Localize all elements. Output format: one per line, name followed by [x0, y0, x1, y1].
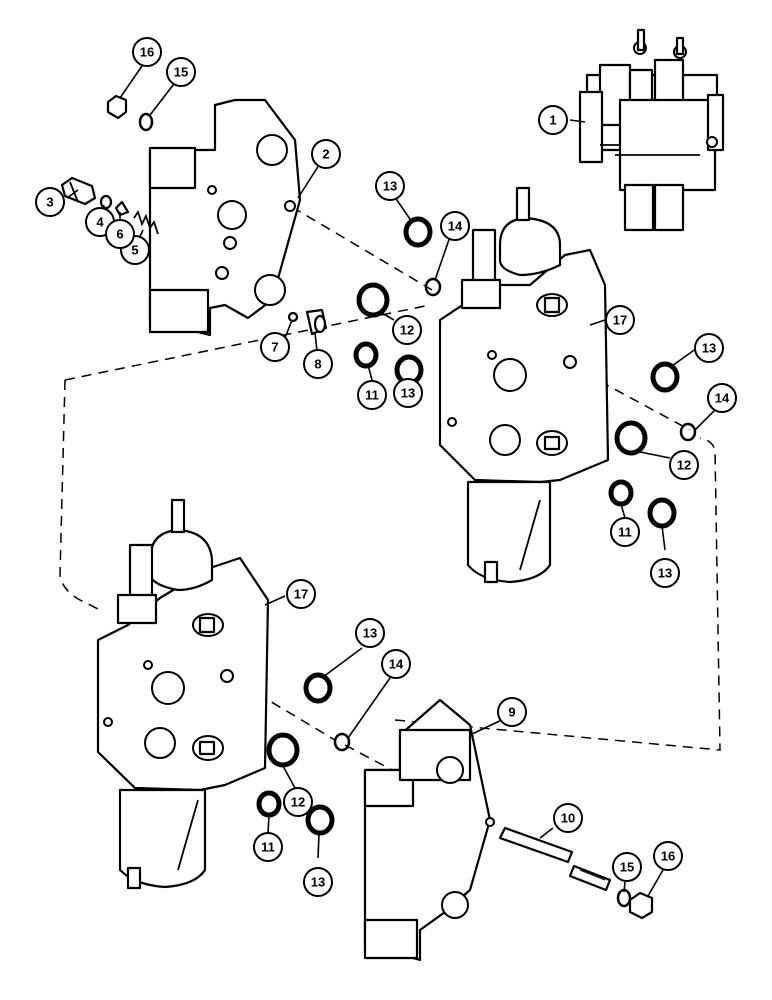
assembly-boundary-top — [64, 304, 431, 381]
svg-text:14: 14 — [389, 657, 404, 672]
washer-part-4 — [99, 194, 113, 210]
washer-part-15-top — [138, 112, 154, 132]
callout-14-c: 14 — [381, 649, 411, 679]
svg-text:17: 17 — [294, 587, 308, 602]
callout-17-a: 17 — [605, 305, 635, 335]
nut-part-16-bottom — [628, 891, 654, 920]
callout-13-d: 13 — [650, 558, 680, 588]
ball-part-7 — [287, 311, 299, 323]
callout-6: 6 — [105, 219, 135, 249]
valve-section-lower — [96, 498, 270, 890]
callout-11-b: 11 — [610, 517, 640, 547]
svg-text:13: 13 — [311, 875, 325, 890]
end-plate-inlet — [148, 98, 302, 337]
svg-text:9: 9 — [508, 705, 515, 720]
svg-text:11: 11 — [261, 840, 275, 855]
svg-text:13: 13 — [401, 386, 415, 401]
svg-text:7: 7 — [271, 340, 278, 355]
svg-text:13: 13 — [383, 179, 397, 194]
callout-11-a: 11 — [357, 380, 387, 410]
svg-text:4: 4 — [96, 215, 104, 230]
svg-text:16: 16 — [661, 849, 675, 864]
callout-13-c: 13 — [694, 333, 724, 363]
callout-1: 1 — [538, 105, 568, 135]
poppet-part-6 — [114, 200, 130, 217]
callout-12-c: 12 — [283, 787, 313, 817]
washer-part-15-bottom — [616, 888, 632, 908]
spring-part-5 — [133, 209, 159, 235]
callout-13-b: 13 — [393, 378, 423, 408]
svg-text:14: 14 — [715, 391, 730, 406]
svg-text:2: 2 — [322, 147, 329, 162]
callout-14-a: 14 — [440, 211, 470, 241]
callout-15-a: 15 — [166, 57, 196, 87]
callout-13-f: 13 — [303, 867, 333, 897]
callout-7: 7 — [260, 332, 290, 362]
callout-13-e: 13 — [355, 618, 385, 648]
svg-text:17: 17 — [613, 313, 627, 328]
callout-16-b: 16 — [653, 841, 683, 871]
callout-14-b: 14 — [707, 383, 737, 413]
svg-text:11: 11 — [365, 388, 379, 403]
svg-text:14: 14 — [448, 219, 463, 234]
svg-text:8: 8 — [314, 357, 321, 372]
callout-17-b: 17 — [286, 579, 316, 609]
svg-text:12: 12 — [291, 795, 305, 810]
svg-text:11: 11 — [618, 525, 632, 540]
callout-12-b: 12 — [669, 450, 699, 480]
svg-text:12: 12 — [677, 458, 691, 473]
fitting-part-3 — [60, 176, 97, 206]
callout-3: 3 — [35, 187, 65, 217]
tie-rod-part-10 — [498, 826, 612, 892]
nut-part-16-top — [106, 94, 128, 120]
svg-text:15: 15 — [620, 860, 634, 875]
end-plate-outlet — [363, 698, 495, 962]
svg-text:10: 10 — [561, 811, 575, 826]
plug-part-8 — [305, 308, 328, 336]
svg-text:6: 6 — [116, 227, 123, 242]
svg-text:13: 13 — [363, 626, 377, 641]
svg-text:13: 13 — [702, 341, 716, 356]
callout-2: 2 — [311, 139, 341, 169]
valve-assembly — [578, 28, 725, 232]
assembly-boundary — [59, 379, 721, 751]
svg-text:5: 5 — [131, 243, 138, 258]
svg-text:16: 16 — [140, 45, 154, 60]
svg-text:13: 13 — [658, 566, 672, 581]
callout-10: 10 — [553, 803, 583, 833]
callout-8: 8 — [303, 349, 333, 379]
svg-text:12: 12 — [400, 323, 414, 338]
callout-13-a: 13 — [375, 171, 405, 201]
svg-text:3: 3 — [46, 195, 53, 210]
callout-15-b: 15 — [612, 852, 642, 882]
callout-16-a: 16 — [132, 37, 162, 67]
valve-section-upper — [438, 186, 610, 584]
callout-11-c: 11 — [253, 832, 283, 862]
callout-9: 9 — [497, 697, 527, 727]
svg-text:1: 1 — [549, 113, 556, 128]
svg-text:15: 15 — [174, 65, 188, 80]
callout-12-a: 12 — [392, 315, 422, 345]
